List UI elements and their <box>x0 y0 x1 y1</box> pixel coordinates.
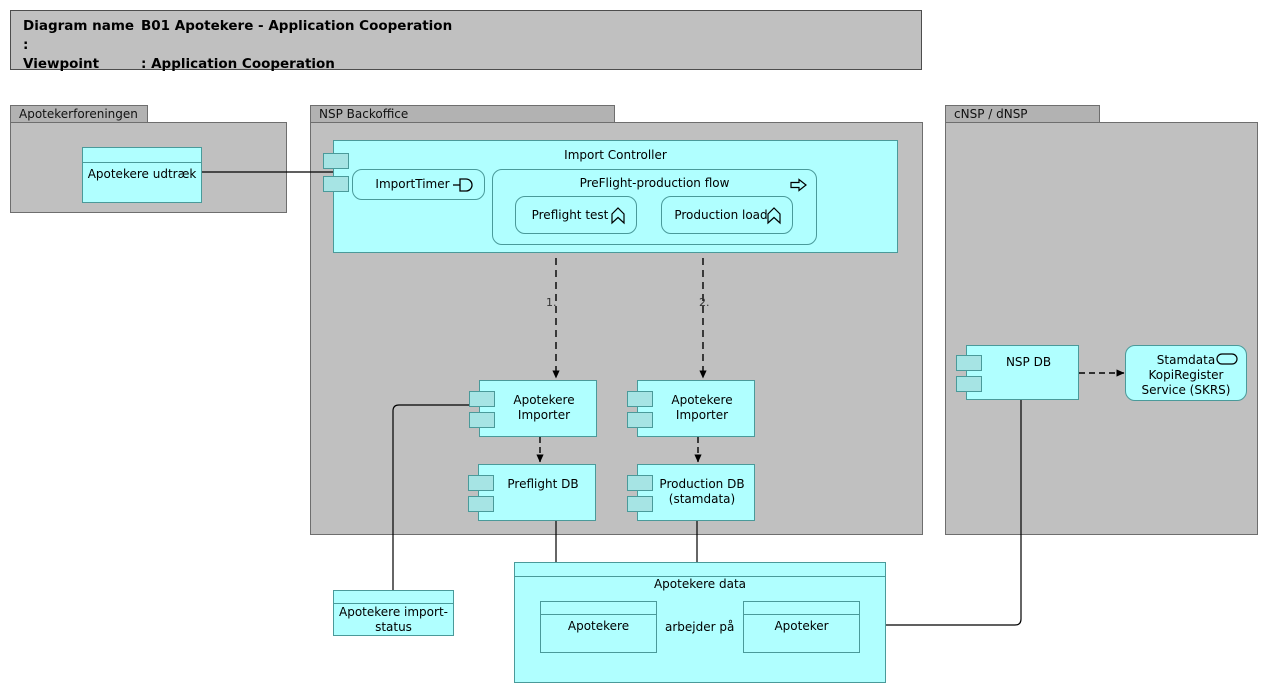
component-connector-tab-bottom <box>323 176 349 192</box>
title-row-diagram-name: Diagram name : B01 Apotekere - Applicati… <box>23 17 921 55</box>
diagram-name-value: B01 Apotekere - Application Cooperation <box>141 18 453 34</box>
viewpoint-value: : Application Cooperation <box>141 56 335 72</box>
interface-import-timer[interactable]: ImportTimer <box>352 169 485 200</box>
group-nsp-backoffice-tab-label: NSP Backoffice <box>310 105 615 123</box>
component-apotekere-importer-left-label: Apotekere Importer <box>513 393 575 422</box>
edge-label-flow-2: 2. <box>699 296 710 309</box>
component-preflight-db-label: Preflight DB <box>507 477 579 491</box>
component-apotekere-importer-right[interactable]: Apotekere Importer <box>627 380 755 437</box>
group-cnsp-dnsp-body <box>945 122 1258 535</box>
group-apotekerforeningen-tab-label: Apotekerforeningen <box>10 105 148 123</box>
data-object-apoteker[interactable]: Apoteker <box>743 601 860 653</box>
component-connector-tab-top <box>627 391 653 407</box>
data-object-apotekere-data-label: Apotekere data <box>653 577 747 591</box>
title-row-viewpoint: Viewpoint : Application Cooperation <box>23 55 921 74</box>
diagram-name-label: Diagram name : <box>23 18 135 53</box>
service-oval-icon <box>1216 353 1238 365</box>
function-chevron-icon <box>610 207 626 225</box>
component-production-db-label: Production DB (stamdata) <box>659 477 745 506</box>
process-arrow-icon <box>790 178 808 192</box>
service-skrs-label: Stamdata KopiRegister Service (SKRS) <box>1141 353 1231 397</box>
group-cnsp-dnsp: cNSP / dNSP <box>945 105 1258 535</box>
component-connector-tab-top <box>323 153 349 169</box>
component-connector-tab-bottom <box>627 496 653 512</box>
function-preflight-test[interactable]: Preflight test <box>515 196 637 234</box>
data-object-apotekere-label: Apotekere <box>567 619 630 633</box>
component-import-controller-label: Import Controller <box>564 148 667 162</box>
component-connector-tab-bottom <box>956 376 982 392</box>
function-preflight-test-label: Preflight test <box>531 208 609 222</box>
component-connector-tab-bottom <box>469 412 495 428</box>
process-preflight-production-flow-label: PreFlight-production flow <box>579 176 730 190</box>
component-apotekere-importer-right-label: Apotekere Importer <box>671 393 733 422</box>
interface-import-timer-label: ImportTimer <box>375 177 450 191</box>
component-connector-tab-bottom <box>468 496 494 512</box>
function-production-load[interactable]: Production load <box>661 196 793 234</box>
component-connector-tab-top <box>469 391 495 407</box>
component-import-controller[interactable]: Import Controller ImportTimer PreFlight-… <box>323 140 898 253</box>
process-preflight-production-flow[interactable]: PreFlight-production flow Preflight test… <box>492 169 817 245</box>
component-connector-tab-bottom <box>627 412 653 428</box>
data-object-apotekere-import-status-label: Apotekere import- status <box>339 605 448 634</box>
viewpoint-label: Viewpoint <box>23 56 100 72</box>
group-cnsp-dnsp-tab-label: cNSP / dNSP <box>945 105 1100 123</box>
data-object-divider <box>541 614 656 615</box>
data-object-apotekere[interactable]: Apotekere <box>540 601 657 653</box>
component-preflight-db[interactable]: Preflight DB <box>468 464 596 521</box>
service-skrs[interactable]: Stamdata KopiRegister Service (SKRS) <box>1125 345 1247 401</box>
function-chevron-icon <box>766 207 782 225</box>
component-production-db[interactable]: Production DB (stamdata) <box>627 464 755 521</box>
component-nsp-db[interactable]: NSP DB <box>956 345 1079 400</box>
diagram-title-block: Diagram name : B01 Apotekere - Applicati… <box>10 10 922 72</box>
association-label-arbejder-paa: arbejder på <box>665 620 735 634</box>
data-object-divider <box>334 603 453 604</box>
function-production-load-label: Production load <box>674 208 768 222</box>
data-object-divider <box>744 614 859 615</box>
data-object-apotekere-import-status[interactable]: Apotekere import- status <box>333 590 454 636</box>
data-object-apotekere-data[interactable]: Apotekere data Apotekere Apoteker <box>514 562 886 683</box>
edge-label-flow-1: 1. <box>546 296 557 309</box>
component-apotekere-importer-left[interactable]: Apotekere Importer <box>469 380 597 437</box>
component-connector-tab-top <box>468 475 494 491</box>
component-nsp-db-label: NSP DB <box>1005 355 1052 369</box>
data-object-divider <box>83 162 201 163</box>
interface-icon <box>452 178 473 192</box>
component-connector-tab-top <box>956 355 982 371</box>
data-object-apotekere-udtraek[interactable]: Apotekere udtræk <box>82 147 202 203</box>
data-object-apoteker-label: Apoteker <box>774 619 829 633</box>
data-object-apotekere-udtraek-label: Apotekere udtræk <box>87 167 197 181</box>
component-connector-tab-top <box>627 475 653 491</box>
data-object-divider <box>515 576 885 577</box>
